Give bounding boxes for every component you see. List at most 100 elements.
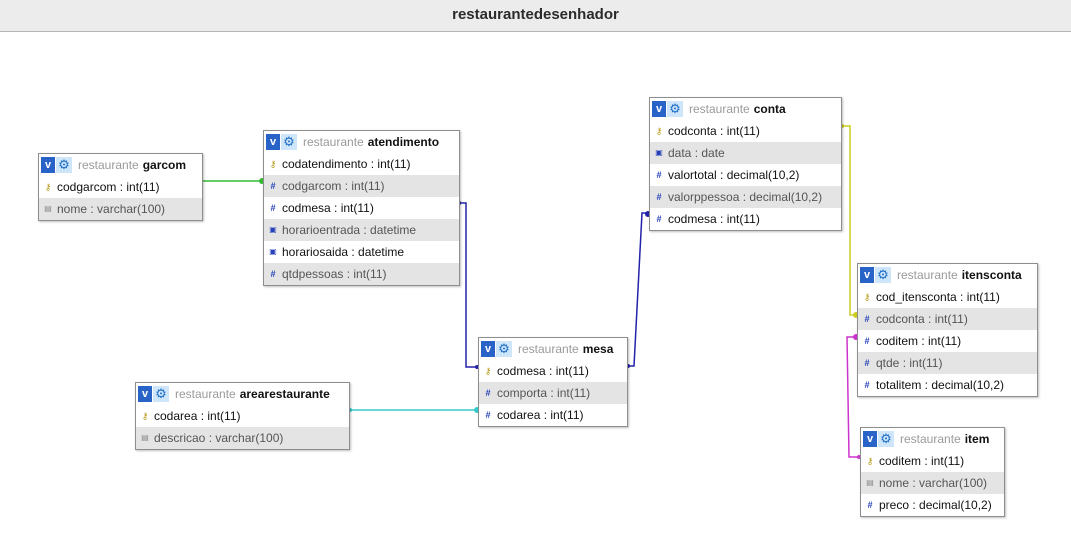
column-label: nome : varchar(100) — [57, 202, 166, 216]
column-row[interactable]: ⚷cod_itensconta : int(11) — [858, 286, 1037, 308]
text-type-icon: ▤ — [44, 204, 52, 213]
column-row[interactable]: #valortotal : decimal(10,2) — [650, 164, 841, 186]
column-row[interactable]: ▤nome : varchar(100) — [861, 472, 1004, 494]
primary-key-icon: ⚷ — [866, 456, 874, 466]
column-row[interactable]: ⚷codmesa : int(11) — [479, 360, 627, 382]
date-type-icon: ▣ — [269, 247, 277, 256]
gear-icon[interactable]: ⚙ — [875, 267, 891, 283]
column-label: comporta : int(11) — [497, 386, 591, 400]
toggle-columns-button[interactable]: v — [863, 431, 877, 447]
toggle-columns-button[interactable]: v — [138, 386, 152, 402]
column-row[interactable]: #codconta : int(11) — [858, 308, 1037, 330]
table-name: mesa — [582, 342, 614, 356]
table-name: item — [964, 432, 990, 446]
table-database-label: restaurante — [78, 158, 139, 172]
column-row[interactable]: ⚷ codconta : int(11) — [650, 120, 841, 142]
numeric-type-icon: # — [485, 388, 491, 398]
table-database-label: restaurante — [303, 135, 364, 149]
table-name: itensconta — [961, 268, 1022, 282]
gear-icon[interactable]: ⚙ — [496, 341, 512, 357]
gear-icon[interactable]: ⚙ — [667, 101, 683, 117]
relation-itensconta-item — [846, 336, 860, 458]
column-row[interactable]: # codmesa : int(11) — [264, 197, 459, 219]
column-label: codconta : int(11) — [668, 124, 760, 138]
column-label: qtdpessoas : int(11) — [282, 267, 387, 281]
column-label: codmesa : int(11) — [497, 364, 589, 378]
numeric-type-icon: # — [864, 380, 870, 390]
toggle-columns-button[interactable]: v — [652, 101, 666, 117]
column-row[interactable]: #totalitem : decimal(10,2) — [858, 374, 1037, 396]
gear-icon[interactable]: ⚙ — [281, 134, 297, 150]
column-row[interactable]: ▣horarioentrada : datetime — [264, 219, 459, 241]
numeric-type-icon: # — [656, 170, 662, 180]
column-row[interactable]: # codmesa : int(11) — [650, 208, 841, 230]
column-row[interactable]: #coditem : int(11) — [858, 330, 1037, 352]
table-database-label: restaurante — [518, 342, 579, 356]
column-row[interactable]: ▣ data : date — [650, 142, 841, 164]
column-row[interactable]: ▤descricao : varchar(100) — [136, 427, 349, 449]
column-row[interactable]: #qtde : int(11) — [858, 352, 1037, 374]
numeric-type-icon: # — [867, 500, 873, 510]
column-label: codatendimento : int(11) — [282, 157, 411, 171]
numeric-type-icon: # — [656, 192, 662, 202]
gear-icon[interactable]: ⚙ — [153, 386, 169, 402]
column-row[interactable]: # codarea : int(11) — [479, 404, 627, 426]
column-label: codmesa : int(11) — [668, 212, 760, 226]
column-label: data : date — [668, 146, 725, 160]
column-row[interactable]: ▣horariosaida : datetime — [264, 241, 459, 263]
column-label: codconta : int(11) — [876, 312, 968, 326]
column-row[interactable]: ▤ nome : varchar(100) — [39, 198, 202, 220]
column-label: codmesa : int(11) — [282, 201, 374, 215]
column-label: nome : varchar(100) — [879, 476, 988, 490]
column-row[interactable]: ⚷ codatendimento : int(11) — [264, 153, 459, 175]
date-type-icon: ▣ — [655, 148, 663, 157]
column-row[interactable]: # comporta : int(11) — [479, 382, 627, 404]
numeric-type-icon: # — [270, 181, 276, 191]
numeric-type-icon: # — [656, 214, 662, 224]
toggle-columns-button[interactable]: v — [860, 267, 874, 283]
toggle-columns-button[interactable]: v — [481, 341, 495, 357]
table-name: arearestaurante — [239, 387, 330, 401]
primary-key-icon: ⚷ — [269, 159, 277, 169]
numeric-type-icon: # — [270, 203, 276, 213]
toggle-columns-button[interactable]: v — [266, 134, 280, 150]
numeric-type-icon: # — [485, 410, 491, 420]
column-row[interactable]: ⚷codarea : int(11) — [136, 405, 349, 427]
designer-title: restaurantedesenhador — [0, 0, 1071, 32]
column-label: coditem : int(11) — [879, 454, 965, 468]
table-database-label: restaurante — [175, 387, 236, 401]
gear-icon[interactable]: ⚙ — [56, 157, 72, 173]
gear-icon[interactable]: ⚙ — [878, 431, 894, 447]
column-row[interactable]: ⚷ coditem : int(11) — [861, 450, 1004, 472]
toggle-columns-button[interactable]: v — [41, 157, 55, 173]
numeric-type-icon: # — [864, 358, 870, 368]
primary-key-icon: ⚷ — [655, 126, 663, 136]
primary-key-icon: ⚷ — [44, 182, 52, 192]
table-database-label: restaurante — [689, 102, 750, 116]
column-row[interactable]: ⚷codgarcom : int(11) — [39, 176, 202, 198]
column-label: preco : decimal(10,2) — [879, 498, 992, 512]
text-type-icon: ▤ — [141, 433, 149, 442]
column-label: codarea : int(11) — [497, 408, 584, 422]
column-label: cod_itensconta : int(11) — [876, 290, 1000, 304]
column-row[interactable]: #valorppessoa : decimal(10,2) — [650, 186, 841, 208]
column-row[interactable]: #codgarcom : int(11) — [264, 175, 459, 197]
column-row[interactable]: #qtdpessoas : int(11) — [264, 263, 459, 285]
table-name: conta — [753, 102, 786, 116]
table-database-label: restaurante — [897, 268, 958, 282]
column-row[interactable]: # preco : decimal(10,2) — [861, 494, 1004, 516]
